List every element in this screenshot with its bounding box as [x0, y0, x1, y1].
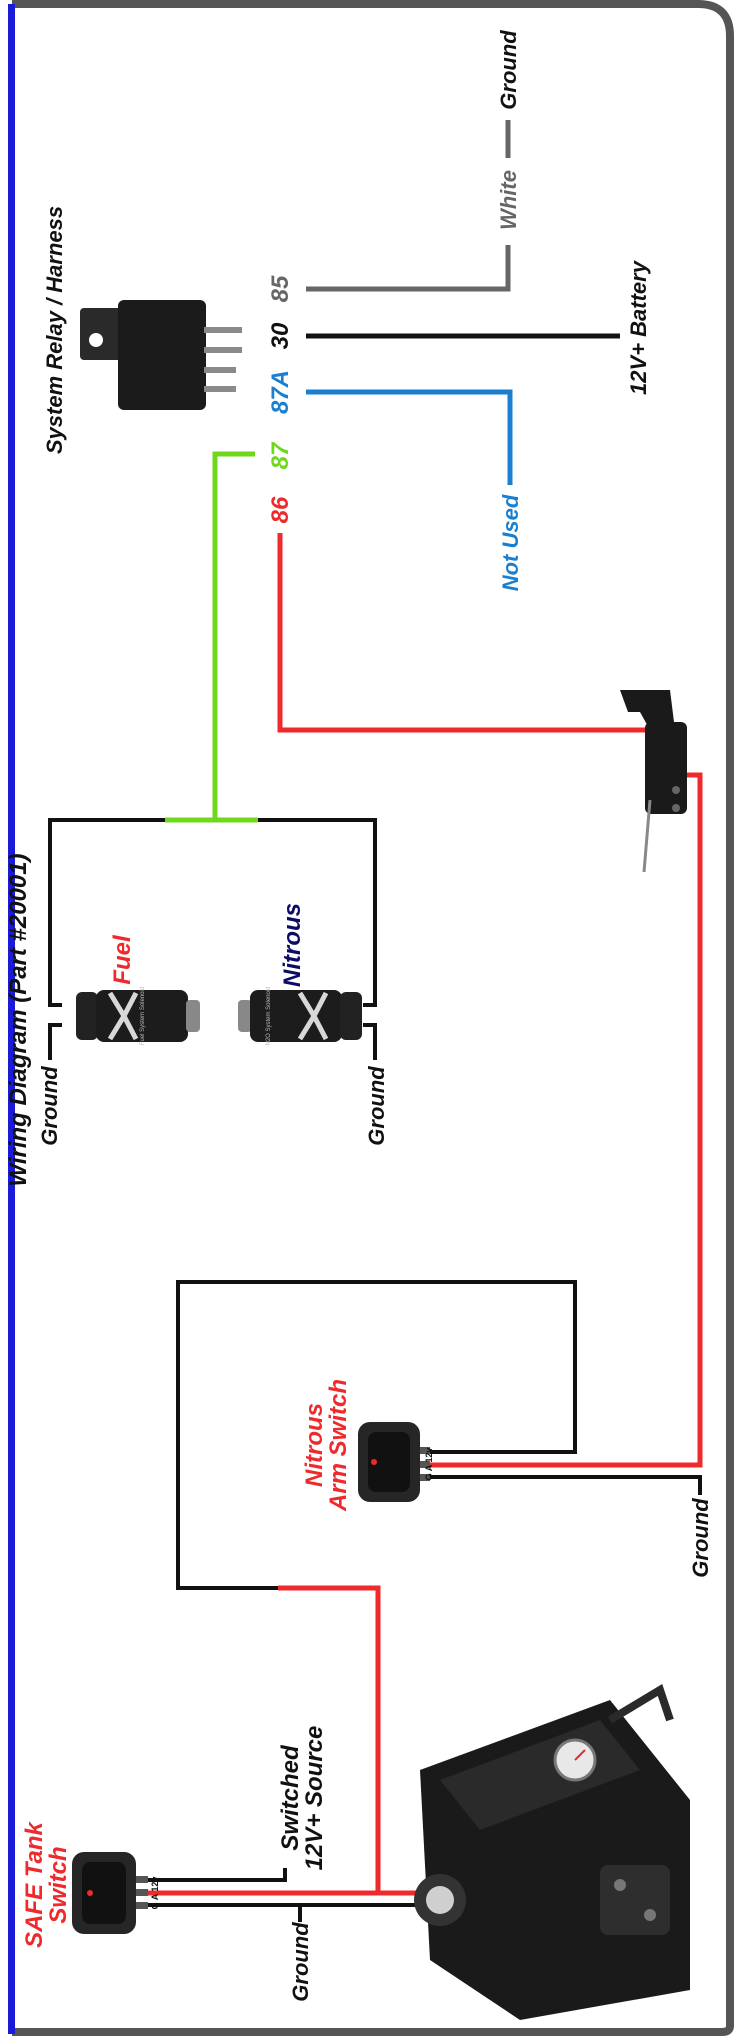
outer-frame: [12, 0, 734, 2036]
label-safe-tank-2: Switch: [45, 1846, 72, 1923]
wire-arm-ground: [430, 1475, 702, 1495]
label-ground-top: Ground: [496, 30, 521, 110]
relay-title: System Relay / Harness: [42, 206, 67, 454]
label-switched-1: Switched: [277, 1744, 304, 1851]
wire-solenoid-loop: [48, 818, 377, 1007]
pin-85: 85: [267, 275, 294, 302]
pin-87: 87: [267, 441, 294, 469]
label-ground-safe: Ground: [288, 1922, 313, 2002]
label-switched-2: 12V+ Source: [301, 1726, 328, 1871]
left-blue-border: [8, 4, 15, 2034]
wire-85-gray: [306, 245, 511, 292]
wire-safe-12v-black: [148, 1868, 287, 1882]
nitrous-solenoid-icon: N2O System Solenoid: [238, 986, 362, 1046]
safe-tank-icon: [414, 1684, 690, 2020]
wire-87-green: [165, 451, 258, 823]
wire-safe-to-arm-red: [278, 1585, 381, 1893]
fuel-solenoid-icon: Fuel System Solenoid: [76, 987, 200, 1045]
label-ground-arm: Ground: [688, 1498, 713, 1578]
pin-86: 86: [267, 496, 294, 523]
safe-switch-terminals: G A 12v: [150, 1877, 160, 1910]
wire-micro-to-arm-red: [430, 772, 703, 1468]
label-fuel: Fuel: [109, 934, 136, 985]
label-white: White: [496, 170, 521, 230]
arm-switch-terminals: G A 12v: [424, 1448, 434, 1481]
wire-nitrous-ground: [363, 1023, 377, 1060]
label-ground-fuel: Ground: [37, 1066, 62, 1146]
label-not-used: Not Used: [498, 494, 523, 591]
pin-87a: 87A: [267, 370, 294, 414]
microswitch-icon: [620, 690, 687, 873]
nitrous-solenoid-text: N2O System Solenoid: [266, 986, 272, 1045]
label-ground-nitrous: Ground: [364, 1066, 389, 1146]
wire-arm-loop-black: [176, 1280, 577, 1590]
header-title: Wiring Diagram (Part #20001): [5, 853, 32, 1186]
label-nitrous: Nitrous: [279, 903, 306, 987]
wire-86-red: [277, 533, 655, 733]
fuel-solenoid-text: Fuel System Solenoid: [140, 987, 146, 1045]
label-arm-switch-2: Arm Switch: [325, 1379, 352, 1512]
pin-30: 30: [267, 322, 294, 349]
label-safe-tank-1: SAFE Tank: [21, 1820, 48, 1947]
label-arm-switch-1: Nitrous: [301, 1403, 328, 1487]
wire-fuel-ground: [48, 1023, 62, 1060]
wire-87a-blue: [306, 389, 513, 485]
arm-switch-icon: [358, 1422, 430, 1502]
relay-icon: [80, 300, 242, 410]
label-battery: 12V+ Battery: [626, 259, 651, 395]
safe-switch-icon: [72, 1852, 148, 1934]
